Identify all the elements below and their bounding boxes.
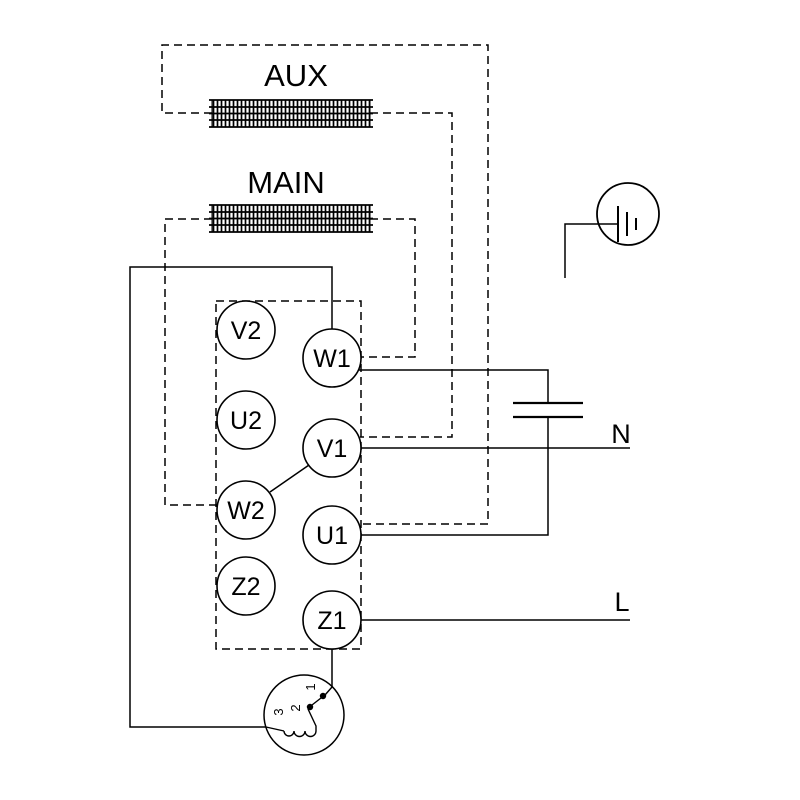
wire-aux-right-to-v1 [360,112,453,438]
thermal-protector: 1 2 3 [263,674,345,756]
wire-u1-to-capacitor [361,417,549,536]
terminal-v2-label: V2 [231,317,262,345]
dashed-wires [161,44,489,650]
wire-w2-to-v1-jumper [269,464,310,493]
wire-w1-to-protector-loop [129,266,333,728]
main-winding: MAIN [209,165,373,233]
protector-pin3-label: 3 [271,708,286,715]
protector-internal-wiring [265,686,333,738]
terminal-v1-label: V1 [317,435,348,463]
terminal-block: V2 W1 U2 V1 W2 U1 Z2 Z1 [216,300,362,650]
terminal-z1: Z1 [302,590,362,650]
neutral-label: N [611,419,631,449]
terminal-z2: Z2 [216,556,276,616]
terminal-u2-label: U2 [230,407,262,435]
line-label: L [614,587,629,617]
aux-winding-label: AUX [264,58,328,93]
protector-pin2-label: 2 [288,704,303,711]
terminal-w1-label: W1 [313,345,351,373]
aux-winding-coil-icon [209,99,373,128]
terminal-v2: V2 [216,300,276,360]
main-winding-label: MAIN [247,165,325,200]
protector-pin1-label: 1 [303,683,318,690]
protector-pin2-dot [306,703,314,711]
terminal-u2: U2 [216,390,276,450]
wire-main-right-to-w1 [361,218,416,358]
terminal-block-outline [215,300,362,650]
terminal-v1: V1 [302,418,362,478]
terminal-w2-label: W2 [227,497,265,525]
terminal-z1-label: Z1 [317,607,346,635]
terminal-w1: W1 [302,328,362,388]
protector-pin1-dot [319,692,327,700]
main-winding-coil-icon [209,204,373,233]
terminal-z2-label: Z2 [231,573,260,601]
terminal-u1-label: U1 [316,522,348,550]
terminal-u1: U1 [302,505,362,565]
wire-w1-to-capacitor [358,369,549,403]
capacitor-icon [513,401,583,419]
earth-ground-icon [564,182,660,278]
terminal-w2: W2 [216,480,276,540]
protector-heater-coil-icon [283,730,317,738]
solid-wires [129,266,630,728]
wire-aux-left-to-u1 [161,44,489,525]
aux-winding: AUX [209,58,373,128]
wire-main-left-to-w2 [164,218,219,506]
